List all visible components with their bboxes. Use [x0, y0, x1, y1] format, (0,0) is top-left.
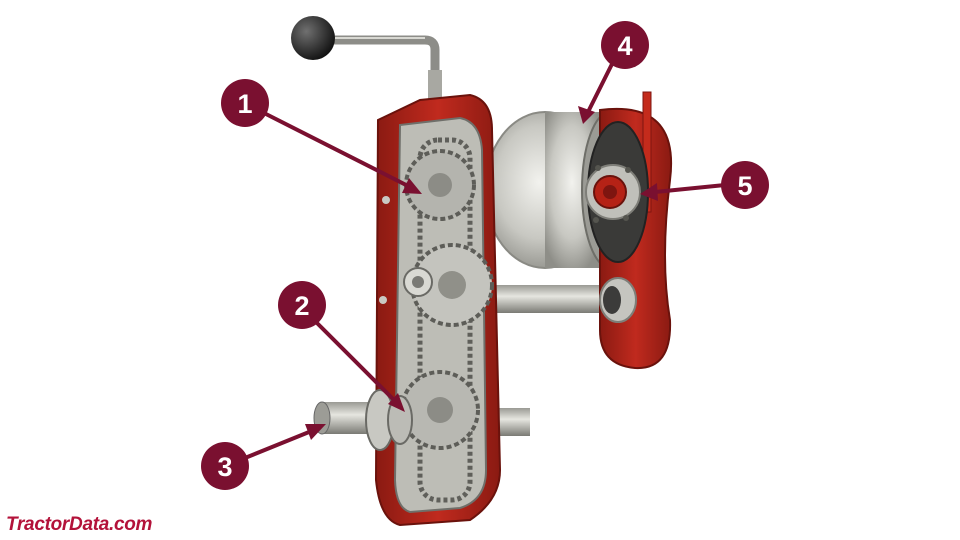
arrowhead-4	[578, 106, 595, 124]
callout-badge	[278, 281, 326, 329]
callout-badge	[221, 79, 269, 127]
leader-5	[654, 183, 726, 194]
site-watermark: TractorData.com	[6, 514, 153, 535]
brake-housing	[585, 91, 673, 370]
arrowhead-1	[402, 178, 422, 194]
callout-number: 3	[217, 452, 232, 482]
leader-4	[586, 59, 616, 113]
arrowhead-2	[388, 393, 405, 412]
leader-3	[239, 428, 315, 462]
callout-badge	[601, 21, 649, 69]
leader-1	[261, 110, 413, 190]
lever-knob	[291, 16, 335, 60]
callout-number: 5	[737, 171, 752, 201]
callout-2: 2	[278, 281, 326, 329]
callout-3: 3	[201, 442, 249, 490]
input-shaft	[313, 389, 413, 451]
callout-5: 5	[721, 161, 769, 209]
callout-number: 4	[617, 31, 632, 61]
callout-leaders	[239, 59, 726, 462]
arrowhead-5	[640, 183, 658, 201]
callout-number: 2	[294, 291, 309, 321]
callout-badge	[201, 442, 249, 490]
leader-2	[304, 310, 399, 405]
callout-1: 1	[221, 79, 269, 127]
callout-badge	[721, 161, 769, 209]
callout-number: 1	[237, 89, 252, 119]
callout-4: 4	[601, 21, 649, 69]
arrowhead-3	[305, 424, 326, 440]
